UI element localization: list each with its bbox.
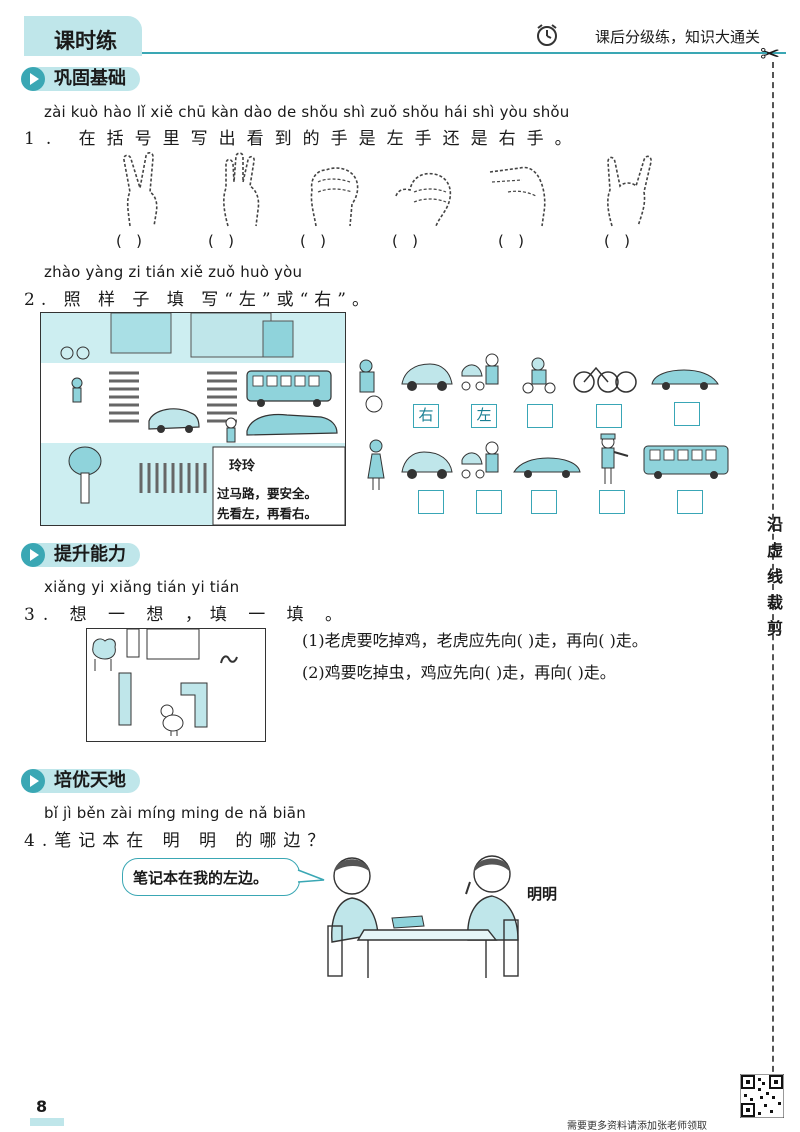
q2-row2-answer-5[interactable] [677,490,703,514]
header-slogan: 课后分级练，知识大通关 [594,28,760,46]
boy-cyclist-icon [359,359,383,413]
play-arrow-icon [21,543,45,567]
sedan-car-2-icon [513,457,581,478]
q1-answer-1[interactable]: ( ) [116,232,143,250]
q2-row1-answer-4[interactable] [596,404,622,428]
q2-row1-answer-5[interactable] [674,402,700,426]
speech-bubble: 笔记本在我的左边。 [122,858,300,896]
fist-hand-icon [310,167,359,227]
scooter-rider-icon [522,357,556,394]
traffic-police-icon [600,433,629,484]
header-rule [142,52,786,54]
cut-label: 沿虚线裁剪 [766,515,783,638]
q2-row2-answer-2[interactable] [476,490,502,514]
q3-text: 3. 想 一 想 ，填 一 填 。 [24,605,351,625]
safety-tip-line1: 过马路，要安全。 [217,486,318,501]
section-improve-title: 提升能力 [34,543,140,567]
q2-row2-answer-3[interactable] [531,490,557,514]
q2-row1-answer-1[interactable]: 右 [413,404,439,428]
q3-pinyin: xiǎng yi xiǎng tián yi tián [44,578,240,596]
q3-line2: (2)鸡要吃掉虫，鸡应先向( )走，再向( )走。 [302,663,616,682]
mingming-label: 明明 [527,885,558,903]
q1-text: 1. 在括号里写出看到的手是左手还是右手。 [24,129,583,149]
q2-pinyin: zhào yàng zi tián xiě zuǒ huò yòu [44,263,303,281]
girl-name-label: 玲玲 [229,459,256,474]
safety-tip-line2: 先看左，再看右。 [217,506,318,521]
qr-code-icon[interactable] [740,1074,784,1118]
bus-icon [643,445,729,479]
sedan-car-icon [651,369,719,390]
two-children-at-table-illustration [327,855,519,978]
girl-icon [367,439,385,490]
car-icon [401,363,453,391]
page-number: 8 [36,1097,48,1116]
q4-text: 4.笔记本在 明 明 的哪边？ [24,831,332,851]
chicken-icon [160,704,184,736]
q2-row1-answer-3[interactable] [527,404,553,428]
page-number-bar [30,1118,64,1126]
footer-note: 需要更多资料请添加张老师领取 [567,1121,707,1132]
q2-row2-answer-1[interactable] [418,490,444,514]
maze-walls [118,628,208,728]
section-basic-title: 巩固基础 [34,67,140,91]
q1-pinyin: zài kuò hào lǐ xiě chū kàn dào de shǒu s… [44,103,570,121]
header-tab-title: 课时练 [54,29,117,53]
q1-answer-5[interactable]: ( ) [498,232,525,250]
q1-answer-3[interactable]: ( ) [300,232,327,250]
street-illustration [41,313,345,525]
v-sign-hand-icon [123,152,158,227]
speech-text: 笔记本在我的左边。 [133,869,269,887]
q4-pinyin: bǐ jì běn zài míng ming de nǎ biān [44,804,306,822]
scissors-icon: ✂ [760,40,781,68]
maze-diagram [86,628,266,742]
q2-text: 2. 照 样 子 填 写“左”或“右”。 [24,290,376,310]
rock-sign-hand-icon [607,155,652,227]
bicycles-icon [573,366,637,393]
play-arrow-icon [21,67,45,91]
q2-row2-answer-4[interactable] [599,490,625,514]
play-arrow-icon [21,769,45,793]
worm-icon [220,655,238,664]
stroller-icon [461,353,499,391]
street-scene: 玲玲 过马路，要安全。 先看左，再看右。 [40,312,346,526]
q2-row1-answer-2[interactable]: 左 [471,404,497,428]
header-tab: 课时练 [24,16,142,56]
page-header: 课时练 课后分级练，知识大通关 [14,10,786,56]
cut-dashed-line [772,62,774,1112]
car-2-icon [401,451,453,479]
q3-line1: (1)老虎要吃掉鸡，老虎应先向( )走，再向( )走。 [302,631,648,650]
tiger-icon [92,638,116,671]
speech-tail [297,869,325,883]
flat-hand-icon [223,152,260,227]
pointing-hand-icon [489,166,546,227]
thumb-out-hand-icon [395,172,452,227]
q1-answer-2[interactable]: ( ) [208,232,235,250]
q1-answer-4[interactable]: ( ) [392,232,419,250]
stroller-2-icon [461,441,499,479]
alarm-clock-icon [537,24,557,46]
q1-answer-6[interactable]: ( ) [604,232,631,250]
section-excel-title: 培优天地 [34,769,140,793]
